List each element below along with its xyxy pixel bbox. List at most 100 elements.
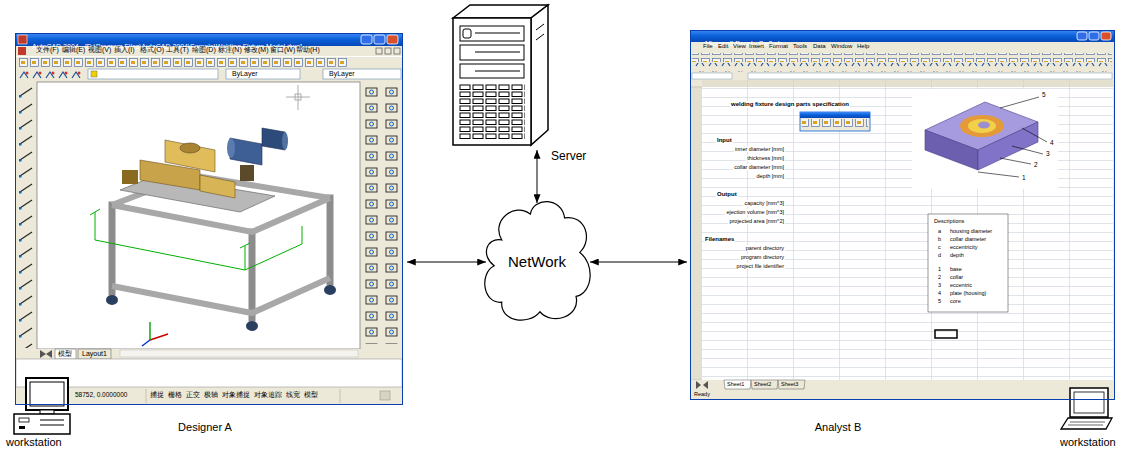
label-slot: 插入(I)	[114, 46, 135, 54]
fixture-model	[246, 321, 258, 331]
menu-item: Data	[813, 43, 826, 50]
fixture-model	[90, 85, 336, 346]
excel-window-art	[702, 80, 1113, 87]
cloud-label: NetWork	[508, 253, 566, 270]
cad-window-bottom	[16, 359, 402, 387]
label-slot: welding fixture design parts specificati…	[730, 101, 850, 108]
label-slot: 文件(F)	[36, 46, 59, 54]
label-slot: 帮助(H)	[296, 46, 320, 54]
cad-window-art	[37, 82, 360, 349]
fixture-model	[298, 85, 299, 110]
label-slot: 5	[1042, 91, 1046, 98]
status-item: 模型	[304, 391, 318, 398]
label-slot: 1	[1022, 174, 1026, 181]
desktop-computer-icon	[19, 426, 25, 429]
sheet-cell: project file identifier	[736, 263, 785, 269]
excel-window-art	[978, 97, 1047, 177]
server-tower-art	[463, 29, 471, 38]
fixture-model	[324, 285, 336, 295]
label-slot: 正交	[186, 391, 200, 398]
server-tower-art	[536, 24, 544, 30]
sheet-cell: ejection volume [mm^3]	[725, 209, 785, 215]
server-tower-art	[475, 33, 520, 34]
laptop-icon	[1068, 425, 1103, 426]
sheet-cell: program directory	[740, 254, 785, 260]
label-slot: 1	[938, 266, 941, 272]
excel-window-art	[692, 73, 732, 79]
excel-window-art	[690, 30, 1115, 400]
cad-window: AutoCAD 2004 - [D:\Program Files\AutoCAD…	[15, 33, 403, 405]
label-slot: Insert	[749, 43, 764, 50]
label-slot: Ready	[694, 391, 710, 397]
cad-window-art	[15, 33, 403, 405]
description-entry: Descriptions	[934, 218, 964, 224]
description-entry: 3	[938, 282, 941, 288]
label-slot: program directory	[740, 254, 785, 260]
double-arrow	[537, 150, 538, 203]
description-entry: collar diameter	[950, 236, 986, 242]
excel-window-art	[751, 380, 778, 389]
cad-window-bottom	[120, 350, 358, 357]
label-slot: depth	[950, 252, 964, 258]
cad-window-art	[88, 69, 218, 79]
excel-window-art	[692, 63, 1112, 72]
cad-window-art	[18, 57, 348, 68]
label-slot: 4	[1050, 139, 1054, 146]
description-entry: eccentricity	[950, 244, 978, 250]
sheet-cell: Input	[716, 137, 733, 144]
description-entry: core	[950, 298, 961, 304]
status-item: 对象捕捉	[222, 391, 250, 398]
cad-window-art	[382, 84, 402, 344]
label-slot: eccentricity	[950, 244, 978, 250]
label-slot: thickness [mm]	[746, 155, 785, 161]
fixture-model	[165, 140, 215, 172]
label-slot: 5	[938, 298, 941, 304]
label-slot: Input	[716, 137, 733, 144]
status-item: 栅格	[168, 391, 182, 398]
label-slot: project file identifier	[736, 263, 785, 269]
fixture-model	[142, 322, 168, 346]
label-slot: 格式(O)	[140, 46, 164, 54]
description-entry: 4	[938, 290, 941, 296]
menu-item: 帮助(H)	[296, 46, 320, 54]
excel-window-art	[690, 380, 1115, 390]
desktop-computer-icon	[19, 418, 29, 422]
server-tower-art	[475, 71, 520, 72]
sheet-cell: Filenames	[704, 236, 735, 243]
sheet-cell: projected area [mm^2]	[728, 218, 785, 224]
double-arrow	[590, 262, 687, 263]
callout-number: 4	[1050, 139, 1054, 146]
label-slot: 2	[1034, 161, 1038, 168]
excel-window-art	[702, 87, 1113, 380]
cad-window-bottom	[46, 350, 52, 358]
label-slot: Filenames	[704, 236, 735, 243]
label-slot: b	[938, 236, 941, 242]
menu-item: File	[703, 43, 713, 50]
menu-item: 视图(V)	[88, 46, 111, 54]
fixture-model	[262, 128, 285, 150]
status-item: 线宽	[286, 391, 300, 398]
excel-window-art	[1089, 32, 1099, 40]
fixture-model	[227, 138, 235, 158]
excel-window-art	[703, 381, 708, 389]
description-entry: base	[950, 266, 962, 272]
cad-window-bottom	[146, 389, 147, 403]
cad-window-bottom	[55, 349, 76, 359]
server-tower-art	[460, 26, 524, 41]
fixture-model	[112, 278, 330, 313]
fixture-model	[150, 334, 168, 340]
label-slot: Layout1	[82, 350, 107, 358]
label-slot: ByLayer	[232, 70, 258, 78]
menu-item: 绘图(D)	[192, 46, 216, 54]
label-slot: 修改(M)	[244, 46, 269, 54]
cad-window-art	[362, 84, 382, 344]
label-slot: workstation	[1060, 436, 1116, 449]
label-slot: 捕捉	[150, 391, 164, 398]
label-slot: inner diameter [mm]	[734, 146, 785, 152]
label-slot: collar diameter	[950, 236, 986, 242]
desktop-computer-icon	[40, 425, 64, 426]
fixture-model	[95, 212, 245, 270]
label-slot: 3	[938, 282, 941, 288]
dropdown-value: ByLayer	[232, 70, 258, 78]
description-entry: eccentric	[950, 282, 972, 288]
